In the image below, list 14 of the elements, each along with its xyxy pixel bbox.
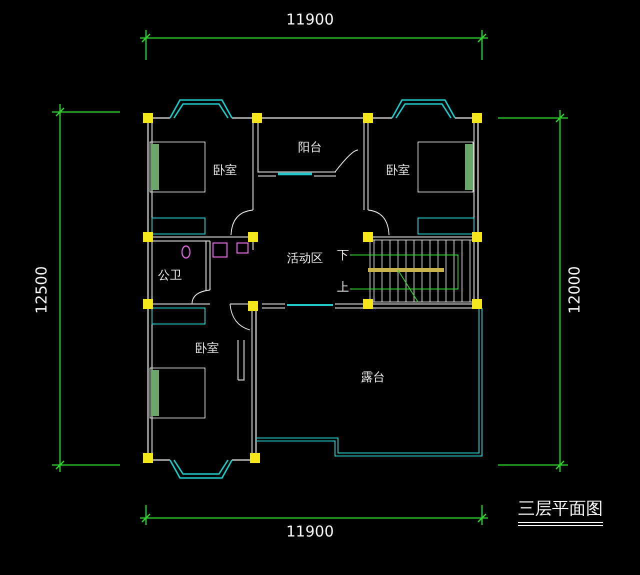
room-label: 卧室 [195,342,219,354]
dimension-text: 12500 [34,266,50,314]
dimension-text: 11900 [286,524,334,540]
room-label: 卧室 [386,164,410,176]
room-label: 活动区 [287,252,323,264]
room-label: 露台 [361,371,385,383]
room-label: 阳台 [298,141,322,153]
drawing-title: 三层平面图 [518,500,603,526]
dimension-text: 12000 [568,266,582,314]
dimension-text: 11900 [286,12,334,28]
room-label: 上 [337,281,349,293]
room-label: 卧室 [213,164,237,176]
room-label: 公卫 [158,269,182,281]
room-label: 下 [337,249,349,261]
